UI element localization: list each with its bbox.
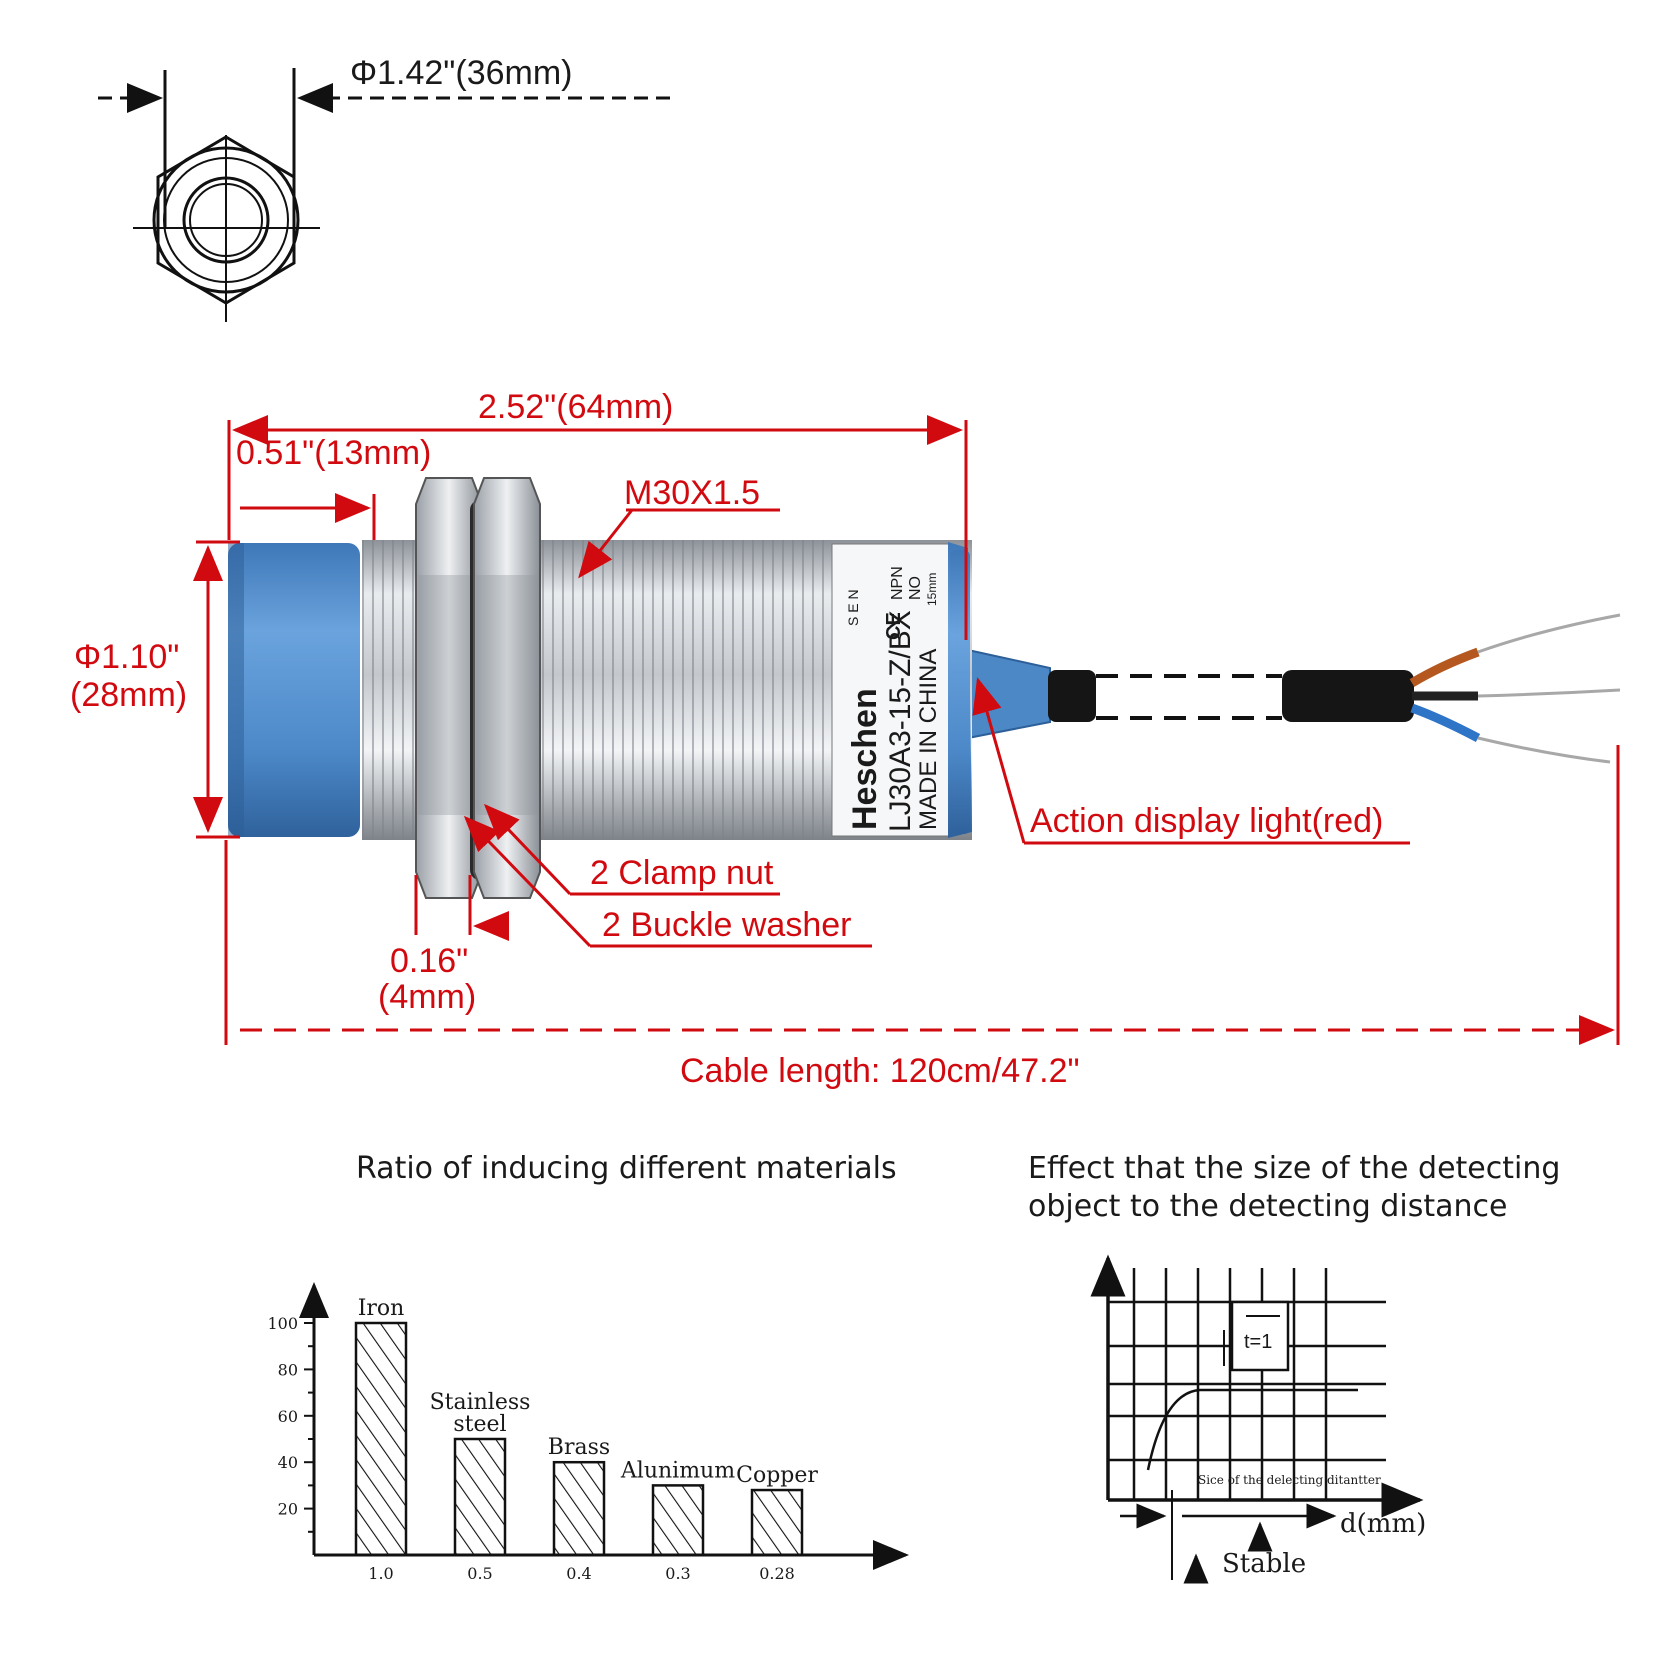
dimension-lines xyxy=(193,415,1620,1045)
bar-ratio-label: 0.5 xyxy=(467,1564,492,1583)
bar-ratio-label: 1.0 xyxy=(368,1564,393,1583)
size-chart-xlabel: d(mm) xyxy=(1340,1509,1426,1539)
sensor-range: 15mm xyxy=(925,573,939,606)
bar-category-label: steel xyxy=(453,1412,506,1437)
sensor-body xyxy=(228,477,1621,899)
y-tick-label: 20 xyxy=(278,1500,298,1519)
y-tick-label: 100 xyxy=(267,1314,298,1333)
light-callout: Action display light(red) xyxy=(1030,802,1383,840)
bar-category-label: Copper xyxy=(736,1463,818,1488)
t-label: t=1 xyxy=(1244,1331,1272,1353)
clamp-nut-callout: 2 Clamp nut xyxy=(590,854,774,892)
nut-width-label-1: 0.16" xyxy=(390,942,468,980)
material-chart-title: Ratio of inducing different materials xyxy=(356,1151,897,1186)
diameter-label-2: (28mm) xyxy=(70,676,187,714)
sensor-model: LJ30A3-15-Z/BX xyxy=(884,610,917,832)
thread-label: M30X1.5 xyxy=(624,474,760,512)
overall-length-label: 2.52"(64mm) xyxy=(478,388,673,426)
bar-stainless-steel xyxy=(453,1437,507,1557)
size-chart-title-1: Effect that the size of the detecting xyxy=(1028,1151,1560,1186)
sensor-npn: NPN xyxy=(889,566,906,600)
bar-iron xyxy=(354,1321,408,1557)
bar-category-label: Alunimum xyxy=(620,1458,735,1483)
sensor-brand: Heschen xyxy=(846,688,884,830)
size-chart: t=1 Sice of the delecting ditantter d(mm… xyxy=(1090,1254,1426,1584)
nut-width-label-2: (4mm) xyxy=(378,978,476,1016)
head-length-label: 0.51"(13mm) xyxy=(236,434,431,472)
top-view-diameter-label: Φ1.42"(36mm) xyxy=(350,54,572,92)
washer-callout: 2 Buckle washer xyxy=(602,906,851,944)
bar-category-label: Brass xyxy=(548,1435,610,1460)
sensor-origin: MADE IN CHINA xyxy=(915,649,942,830)
bar-ratio-label: 0.28 xyxy=(759,1564,795,1583)
sensor-label: Heschen LJ30A3-15-Z/BX MADE IN CHINA NPN… xyxy=(845,566,942,832)
sensor-sen: S E N xyxy=(845,589,861,626)
inner-size-label: Sice of the delecting ditantter xyxy=(1198,1473,1381,1487)
bar-brass xyxy=(552,1460,606,1557)
y-tick-label: 80 xyxy=(278,1360,298,1379)
bar-ratio-label: 0.4 xyxy=(566,1564,591,1583)
y-tick-label: 60 xyxy=(278,1407,298,1426)
y-tick-label: 40 xyxy=(278,1453,298,1472)
cable-length-label: Cable length: 120cm/47.2" xyxy=(680,1052,1080,1090)
bar-alunimum xyxy=(651,1484,705,1557)
bar-copper xyxy=(750,1488,804,1557)
size-chart-title-2: object to the detecting distance xyxy=(1028,1189,1507,1224)
bar-category-label: Iron xyxy=(358,1296,405,1321)
bar-ratio-label: 0.3 xyxy=(665,1564,690,1583)
top-view-drawing xyxy=(98,68,670,322)
sensor-no: NO xyxy=(907,576,924,600)
sensor-ce: CE xyxy=(883,612,905,640)
diameter-label-1: Φ1.10" xyxy=(74,638,179,676)
stable-label: Stable xyxy=(1222,1549,1306,1579)
bar-category-label: Stainless xyxy=(430,1390,531,1415)
